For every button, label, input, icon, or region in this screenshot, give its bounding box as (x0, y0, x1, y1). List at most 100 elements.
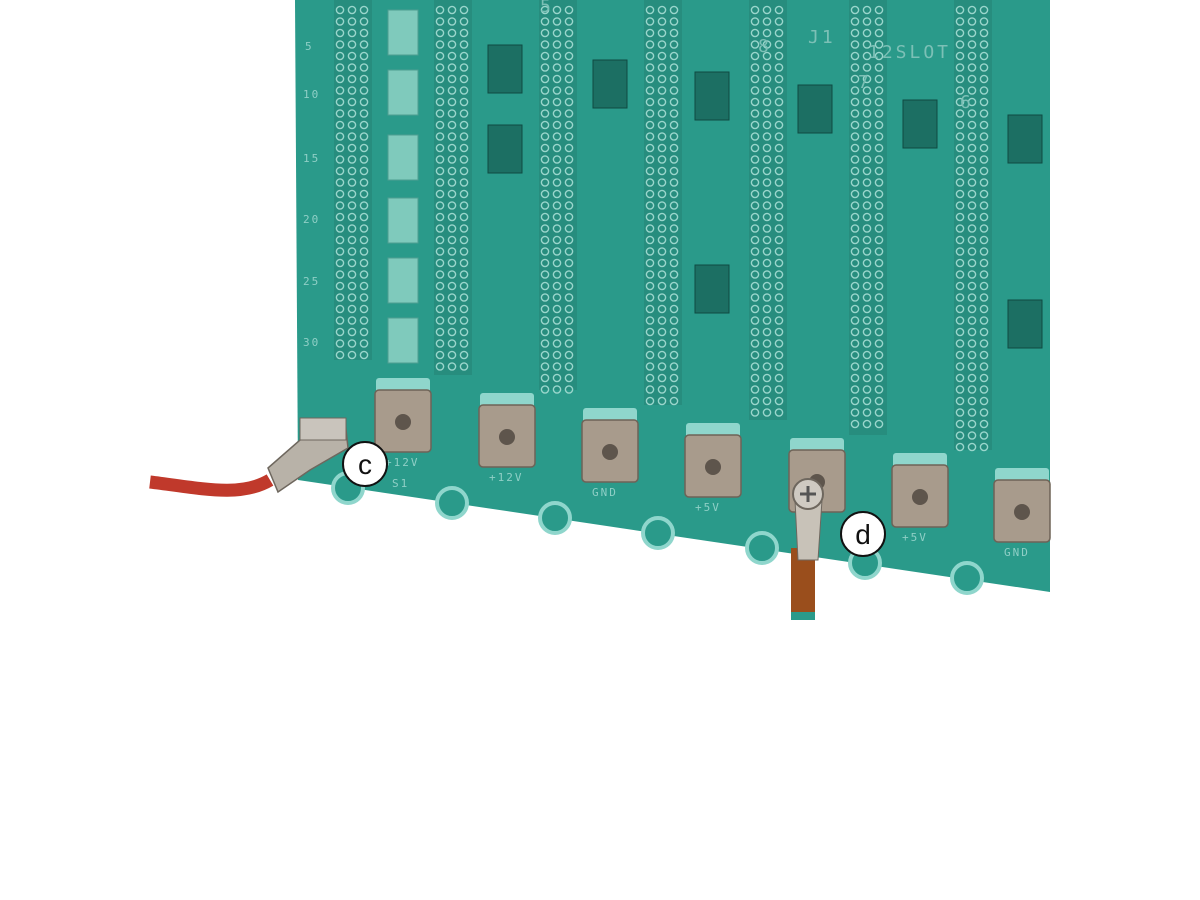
pin-hole (657, 74, 667, 84)
pin-hole (552, 373, 562, 383)
pin-hole (979, 258, 989, 268)
pin-hole (669, 373, 679, 383)
pin-hole (750, 304, 760, 314)
terminal-hole (705, 459, 721, 475)
pin-hole (850, 270, 860, 279)
pin-hole (435, 155, 445, 164)
pin-hole (645, 74, 655, 84)
pin-hole (862, 212, 872, 222)
pin-hole (750, 63, 760, 72)
silk-slot-7: 7 (858, 72, 872, 93)
pin-hole (564, 178, 574, 187)
pin-hole (359, 132, 369, 141)
pin-hole (447, 178, 457, 187)
pin-hole (447, 97, 457, 107)
pin-hole (540, 40, 550, 49)
pin-hole (762, 212, 772, 222)
pin-hole (459, 5, 469, 15)
pin-hole (750, 132, 760, 141)
pin-hole (645, 362, 655, 371)
pin-hole (435, 362, 445, 371)
pin-hole (552, 5, 562, 15)
pin-hole (564, 350, 574, 360)
pin-hole (862, 143, 872, 153)
pin-hole (435, 247, 445, 256)
pin-hole (435, 235, 445, 245)
pin-hole (874, 166, 884, 176)
pin-hole (669, 109, 679, 118)
pin-hole (540, 258, 550, 268)
pin-hole (774, 385, 784, 394)
pin-hole (435, 120, 445, 130)
pin-hole (774, 155, 784, 164)
pin-hole (774, 339, 784, 348)
pin-hole (669, 350, 679, 360)
pin-hole (347, 270, 357, 279)
mounting-hole (745, 531, 779, 565)
terminal-label: +12V (385, 456, 420, 469)
pin-hole (955, 293, 965, 302)
pin-hole (979, 385, 989, 394)
pin-hole (774, 373, 784, 383)
pin-hole (750, 224, 760, 233)
resistor-network-chip (387, 257, 419, 304)
pin-hole (774, 212, 784, 222)
pin-hole (967, 132, 977, 141)
pin-hole (335, 304, 345, 314)
pin-hole (552, 304, 562, 314)
pin-hole (669, 63, 679, 72)
pin-hole (335, 166, 345, 176)
ic-chip (797, 84, 833, 134)
pin-hole (762, 74, 772, 84)
pin-hole (645, 5, 655, 15)
pin-hole (347, 201, 357, 210)
pin-hole (850, 224, 860, 233)
pin-hole (862, 17, 872, 26)
pin-hole (347, 281, 357, 291)
pin-hole (459, 281, 469, 291)
pin-hole (645, 17, 655, 26)
pin-hole (435, 316, 445, 325)
pin-hole (447, 51, 457, 61)
pin-hole (874, 97, 884, 107)
resistor-network-chip (387, 9, 419, 56)
pin-hole (955, 120, 965, 130)
pin-hole (335, 281, 345, 291)
pin-hole (552, 86, 562, 95)
pin-hole (862, 258, 872, 268)
pin-hole (447, 212, 457, 222)
pin-hole (447, 28, 457, 38)
pin-hole (955, 201, 965, 210)
pin-hole (564, 258, 574, 268)
pin-hole (564, 51, 574, 61)
pin-hole (669, 51, 679, 61)
pin-hole (862, 28, 872, 38)
pin-hole (540, 51, 550, 61)
terminal-hole (499, 429, 515, 445)
pin-hole (669, 201, 679, 210)
pin-hole (459, 17, 469, 26)
pin-hole (979, 270, 989, 279)
pin-hole (979, 339, 989, 348)
pin-hole (435, 17, 445, 26)
pin-hole (435, 189, 445, 199)
pin-hole (645, 120, 655, 130)
pin-hole (645, 51, 655, 61)
pin-hole (335, 224, 345, 233)
pin-hole (850, 155, 860, 164)
pin-hole (645, 339, 655, 348)
pin-hole (774, 166, 784, 176)
pin-hole (669, 270, 679, 279)
pin-hole (564, 5, 574, 15)
ic-chip (694, 264, 730, 314)
pin-hole (645, 143, 655, 153)
pin-hole (347, 63, 357, 72)
pin-hole (967, 166, 977, 176)
pin-hole (762, 270, 772, 279)
pin-hole (435, 132, 445, 141)
pin-hole (955, 270, 965, 279)
pin-hole (774, 362, 784, 371)
pin-hole (359, 293, 369, 302)
pin-hole (657, 281, 667, 291)
pin-hole (874, 201, 884, 210)
